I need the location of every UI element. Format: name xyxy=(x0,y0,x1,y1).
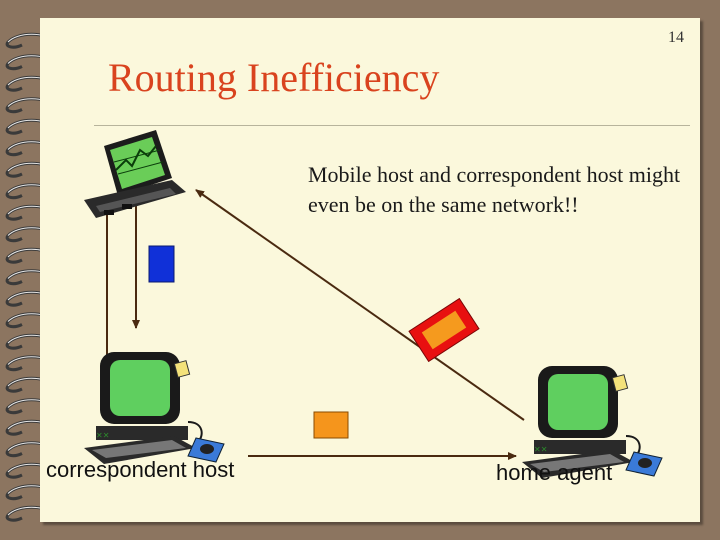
correspondent-host-label: correspondent host xyxy=(46,457,235,482)
slide-note: Mobile host and correspondent host might… xyxy=(308,162,681,217)
packet-red-icon xyxy=(408,297,480,363)
title-divider xyxy=(94,125,690,126)
home-agent-label: home agent xyxy=(496,460,613,485)
svg-text:✕✕: ✕✕ xyxy=(534,445,547,454)
page-number: 14 xyxy=(668,29,684,46)
svg-text:✕✕: ✕✕ xyxy=(96,431,109,440)
arrow-homeagent-to-laptop xyxy=(195,189,525,421)
laptop-icon xyxy=(84,130,186,218)
desktop-computer-icon: ✕✕ xyxy=(84,352,225,464)
slide-title: Routing Inefficiency xyxy=(108,55,440,100)
desktop-computer-icon: ✕✕ xyxy=(522,366,663,478)
packet-orange-icon xyxy=(313,411,349,439)
packet-blue-icon xyxy=(148,245,175,283)
